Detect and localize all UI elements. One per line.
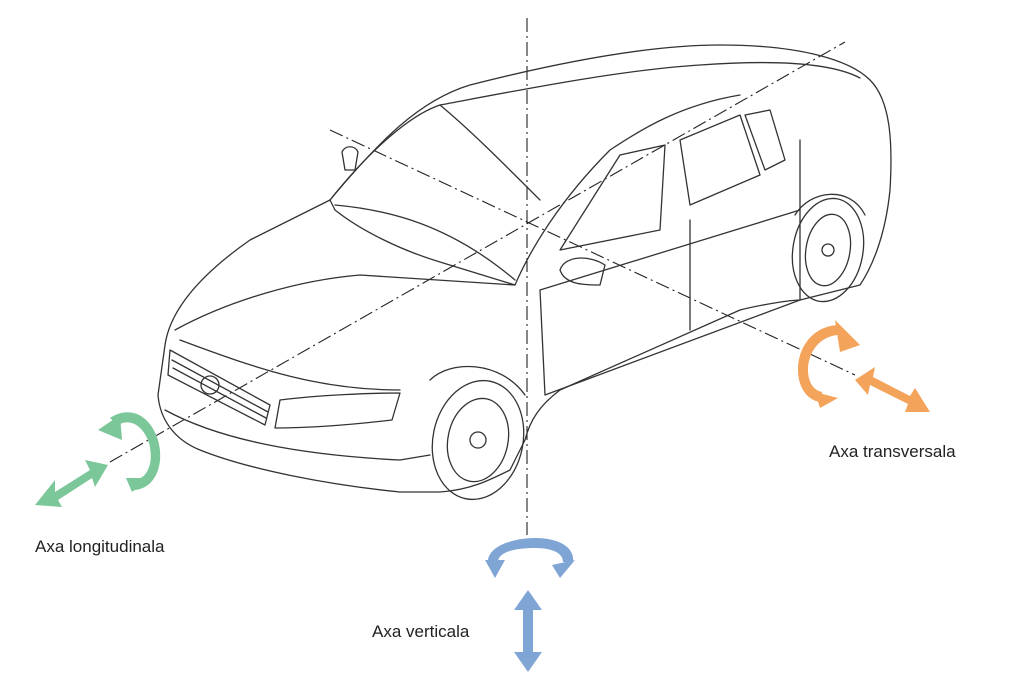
pitch-arrowhead-top xyxy=(835,320,860,352)
car-drawing xyxy=(157,44,892,501)
vertical-translation-arrow xyxy=(514,590,542,672)
vertical-rotation-arrows xyxy=(485,538,575,672)
longitudinal-axis-label: Axa longitudinala xyxy=(35,537,165,556)
transverse-axis-label: Axa transversala xyxy=(829,442,956,461)
yaw-arrowhead-right xyxy=(552,560,575,578)
pitch-rotation-icon xyxy=(798,325,840,402)
transverse-rotation-arrows xyxy=(798,320,930,412)
axis-lines xyxy=(109,18,856,535)
longitudinal-rotation-arrows xyxy=(35,412,161,507)
roll-arrowhead-top xyxy=(98,415,122,440)
roll-rotation-icon xyxy=(110,412,161,490)
roll-arrowhead-bottom xyxy=(126,478,150,492)
yaw-arrowhead-left xyxy=(485,560,505,578)
longitudinal-translation-arrow xyxy=(35,460,108,507)
vertical-axis-label: Axa verticala xyxy=(372,622,470,641)
pitch-arrowhead-bottom xyxy=(815,392,838,408)
transverse-axis-line xyxy=(329,129,856,376)
yaw-rotation-icon xyxy=(488,538,574,562)
longitudinal-axis-line xyxy=(109,41,846,463)
transverse-translation-arrow xyxy=(855,367,930,412)
